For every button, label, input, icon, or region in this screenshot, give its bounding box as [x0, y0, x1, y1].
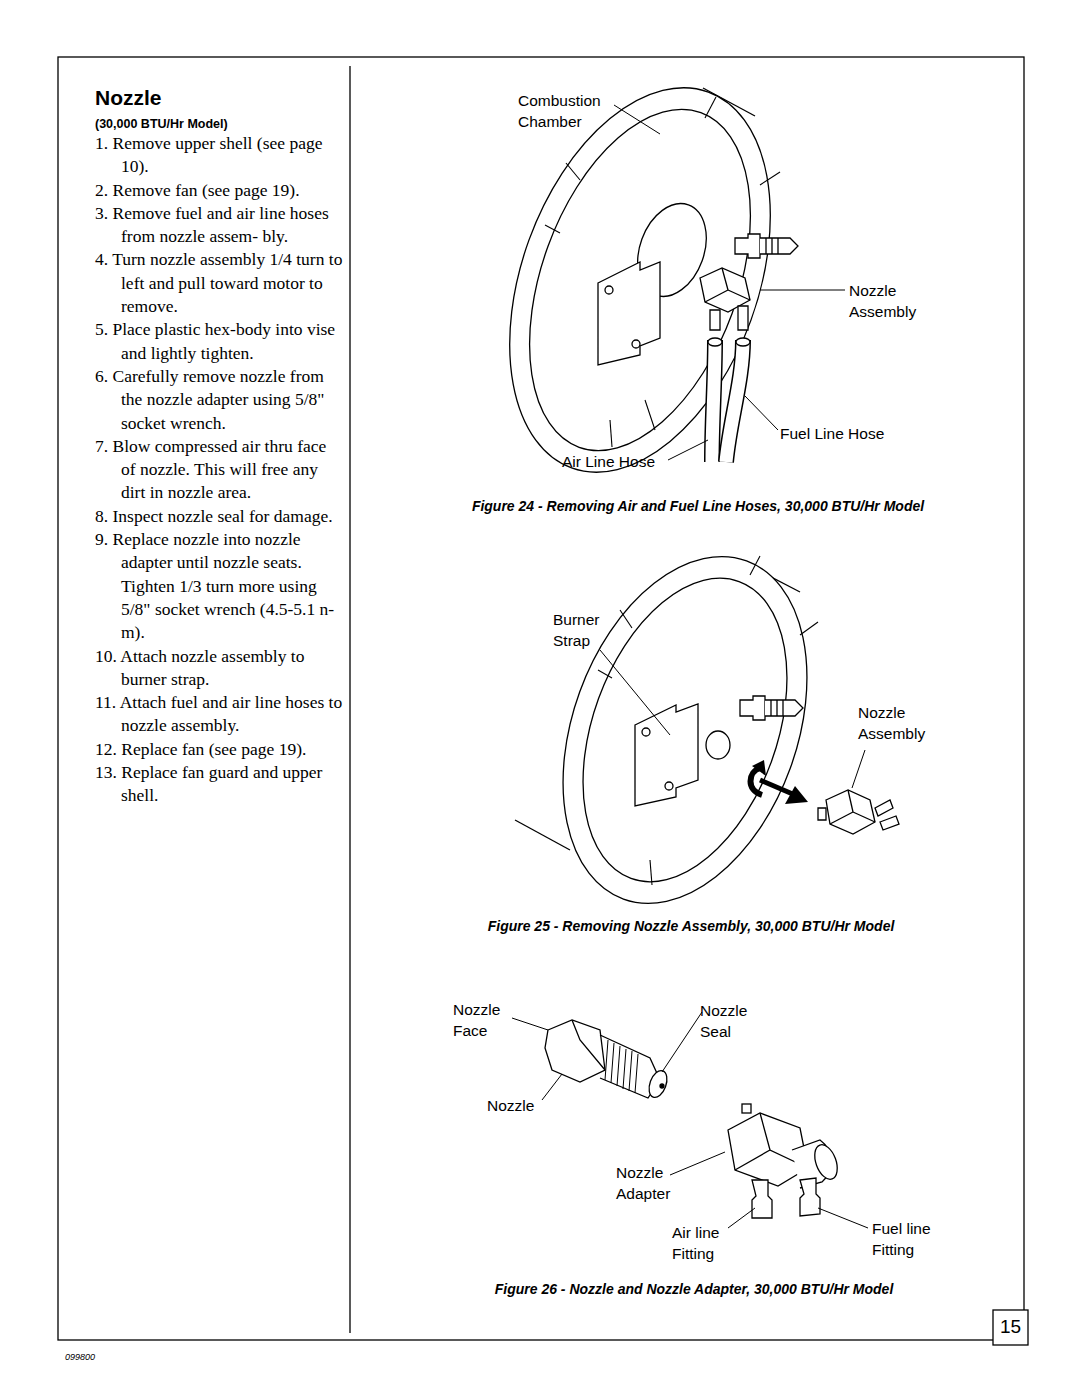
- part-label: Nozzle Seal: [700, 1000, 762, 1042]
- hoses: [708, 338, 750, 462]
- column-divider: [349, 66, 350, 1333]
- instruction-step: 8. Inspect nozzle seal for damage.: [95, 505, 343, 528]
- part-label: Nozzle Assembly: [849, 280, 929, 322]
- instruction-step: 9. Replace nozzle into nozzle adapter un…: [95, 528, 343, 644]
- part-label: Fuel line Fitting: [872, 1218, 950, 1260]
- figure-25: [515, 523, 899, 938]
- part-label: Combustion Chamber: [518, 90, 618, 132]
- leader-lines: [512, 105, 868, 1228]
- removal-arrow: [751, 760, 809, 804]
- section-title: Nozzle: [95, 86, 343, 110]
- model-subtitle: (30,000 BTU/Hr Model): [95, 116, 343, 132]
- instruction-step: 7. Blow compressed air thru face of nozz…: [95, 435, 343, 505]
- figure-26: [545, 1020, 842, 1218]
- instruction-step: 6. Carefully remove nozzle from the nozz…: [95, 365, 343, 435]
- instruction-step: 2. Remove fan (see page 19).: [95, 179, 343, 202]
- figure-caption: Figure 26 - Nozzle and Nozzle Adapter, 3…: [495, 1280, 894, 1298]
- page-number-box: [993, 1310, 1028, 1345]
- instruction-step: 4. Turn nozzle assembly 1/4 turn to left…: [95, 248, 343, 318]
- figure-caption: Figure 24 - Removing Air and Fuel Line H…: [472, 497, 924, 515]
- part-label: Air line Fitting: [672, 1222, 744, 1264]
- instruction-step: 11. Attach fuel and air line hoses to no…: [95, 691, 343, 738]
- part-label: Nozzle Adapter: [616, 1162, 688, 1204]
- figure-24: [461, 52, 820, 509]
- part-label: Nozzle Face: [453, 999, 515, 1041]
- part-label: Burner Strap: [553, 609, 615, 651]
- instruction-step: 3. Remove fuel and air line hoses from n…: [95, 202, 343, 249]
- part-label: Air Line Hose: [562, 451, 655, 472]
- part-label: Nozzle: [487, 1095, 534, 1116]
- document-code: 099800: [65, 1352, 95, 1363]
- page-number: 15: [993, 1316, 1028, 1338]
- instruction-step: 12. Replace fan (see page 19).: [95, 738, 343, 761]
- instruction-column: Nozzle (30,000 BTU/Hr Model)1. Remove upp…: [95, 86, 343, 808]
- part-label: Fuel Line Hose: [780, 423, 884, 444]
- instruction-step: 1. Remove upper shell (see page 10).: [95, 132, 343, 179]
- figure-caption: Figure 25 - Removing Nozzle Assembly, 30…: [488, 917, 895, 935]
- instruction-step: 10. Attach nozzle assembly to burner str…: [95, 645, 343, 692]
- part-label: Nozzle Assembly: [858, 702, 938, 744]
- instruction-step: 5. Place plastic hex-body into vise and …: [95, 318, 343, 365]
- instruction-step: 13. Replace fan guard and upper shell.: [95, 761, 343, 808]
